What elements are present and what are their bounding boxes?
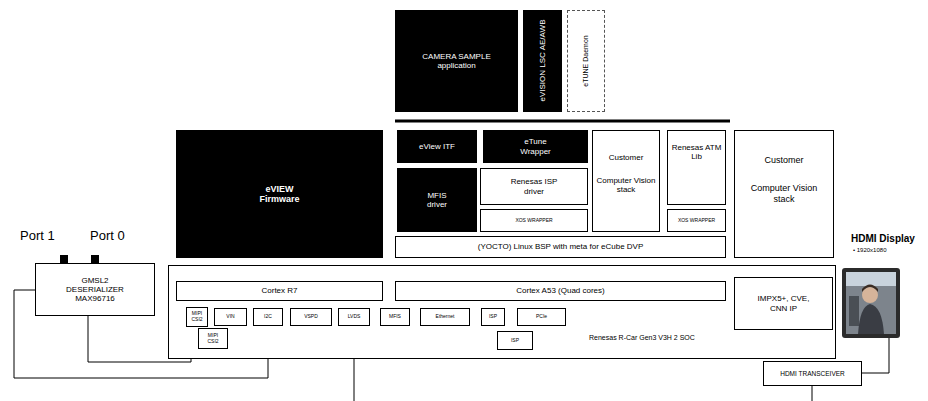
node-text: eTUNE Daemon bbox=[569, 13, 603, 109]
node-text: MIPI CSI2 bbox=[190, 311, 204, 323]
peripheral-box: PCIe bbox=[517, 308, 566, 326]
node-text: LVDS bbox=[348, 314, 361, 320]
peripheral-box: MIPI CSI2 bbox=[186, 307, 208, 327]
node-text: Cortex R7 bbox=[261, 286, 297, 295]
peripheral-box: I2C bbox=[253, 308, 283, 326]
peripheral-box: ISP bbox=[481, 308, 505, 326]
node-text: MIPI CSI2 bbox=[205, 333, 221, 345]
node-text: Renesas ATM Lib bbox=[672, 143, 722, 161]
node-text: MFIS bbox=[389, 314, 401, 320]
peripheral-box: ISP bbox=[497, 331, 533, 350]
wrapper-box: XOS WRAPPER bbox=[667, 209, 726, 232]
core-box: Cortex A53 (Quad cores) bbox=[395, 281, 726, 301]
driver-box: MFIS driver bbox=[397, 168, 477, 232]
transceiver-wire bbox=[812, 386, 813, 401]
peripheral-box: MIPI CSI2 bbox=[198, 328, 228, 349]
driver-hair bbox=[862, 285, 878, 293]
node-text: GMSL2 DESERIALIZER MAX96716 bbox=[65, 276, 125, 304]
firmware-box: eVIEW Firmware bbox=[176, 130, 383, 258]
node-text: XOS WRAPPER bbox=[678, 218, 715, 224]
node-text: Computer Vision stack bbox=[596, 176, 656, 194]
wrapper-box: XOS WRAPPER bbox=[480, 209, 588, 232]
node-text: PCIe bbox=[536, 314, 547, 320]
display-title: HDMI Display bbox=[851, 233, 915, 245]
node-text: eVISION LSC AE/AWB bbox=[524, 12, 559, 108]
node-text: Cortex A53 (Quad cores) bbox=[516, 286, 604, 295]
display-illustration bbox=[842, 268, 900, 338]
node-text: IMPX5+, CVE, CNN IP bbox=[749, 294, 819, 312]
wrapper-box: eTune Wrapper bbox=[483, 130, 588, 163]
car-window bbox=[846, 272, 896, 286]
node-text: Renesas R-Car Gen3 V3H 2 SOC bbox=[589, 334, 695, 342]
node-text: ISP bbox=[489, 314, 497, 320]
library-box: Renesas ATM Lib bbox=[667, 130, 726, 205]
port-label: Port 1 bbox=[20, 229, 55, 244]
node-text: VSPD bbox=[304, 314, 318, 320]
peripheral-box: LVDS bbox=[338, 308, 370, 326]
application-box: CAMERA SAMPLE application bbox=[395, 10, 518, 112]
library-box: eVISION LSC AE/AWB bbox=[523, 10, 562, 112]
peripheral-box: Ethernet bbox=[420, 308, 470, 326]
software-stack-box: CustomerComputer Vision stack bbox=[592, 130, 660, 232]
deserializer-box: GMSL2 DESERIALIZER MAX96716 bbox=[35, 263, 155, 316]
node-text: Customer bbox=[609, 153, 644, 162]
node-text: CAMERA SAMPLE application bbox=[422, 52, 492, 70]
node-text: Computer Vision stack bbox=[749, 183, 819, 204]
node-text: eTune Wrapper bbox=[511, 137, 561, 155]
node-text: ISP bbox=[511, 338, 519, 344]
peripheral-box: MFIS bbox=[380, 308, 410, 326]
node-text: eView ITF bbox=[419, 142, 455, 151]
daemon-box: eTUNE Daemon bbox=[567, 10, 605, 112]
hdmi-wire bbox=[862, 338, 889, 373]
node-text: eVIEW Firmware bbox=[260, 184, 300, 205]
node-text: Renesas ISP driver bbox=[504, 177, 564, 195]
accelerator-box: IMPX5+, CVE, CNN IP bbox=[734, 277, 833, 330]
node-text: HDMI TRANSCEIVER bbox=[780, 370, 845, 377]
driver-box: Renesas ISP driver bbox=[480, 168, 588, 205]
interface-box: eView ITF bbox=[397, 130, 477, 163]
separator-bar bbox=[395, 120, 730, 123]
peripheral-box: VSPD bbox=[290, 308, 332, 326]
display-frame bbox=[842, 268, 900, 338]
node-text: I2C bbox=[264, 314, 272, 320]
transceiver-box: HDMI TRANSCEIVER bbox=[763, 361, 862, 386]
node-text: Customer bbox=[764, 155, 803, 165]
node-text: XOS WRAPPER bbox=[515, 218, 552, 224]
node-text: MFIS driver bbox=[417, 191, 457, 209]
port-label: Port 0 bbox=[90, 229, 125, 244]
node-text: VIN bbox=[226, 314, 234, 320]
core-box: Cortex R7 bbox=[176, 281, 383, 301]
software-stack-box: CustomerComputer Vision stack bbox=[734, 130, 834, 258]
car-seat bbox=[849, 296, 859, 326]
display-resolution: • 1920x1080 bbox=[853, 247, 886, 254]
node-text: (YOCTO) Linux BSP with meta for eCube DV… bbox=[478, 242, 644, 251]
peripheral-box: VIN bbox=[214, 308, 247, 326]
driver-body bbox=[858, 304, 884, 334]
node-text: Ethernet bbox=[436, 314, 455, 320]
soc-box: Renesas R-Car Gen3 V3H 2 SOC Cortex R7 Cor… bbox=[168, 265, 836, 359]
bsp-box: (YOCTO) Linux BSP with meta for eCube DV… bbox=[395, 236, 726, 258]
display-screen bbox=[846, 272, 896, 334]
